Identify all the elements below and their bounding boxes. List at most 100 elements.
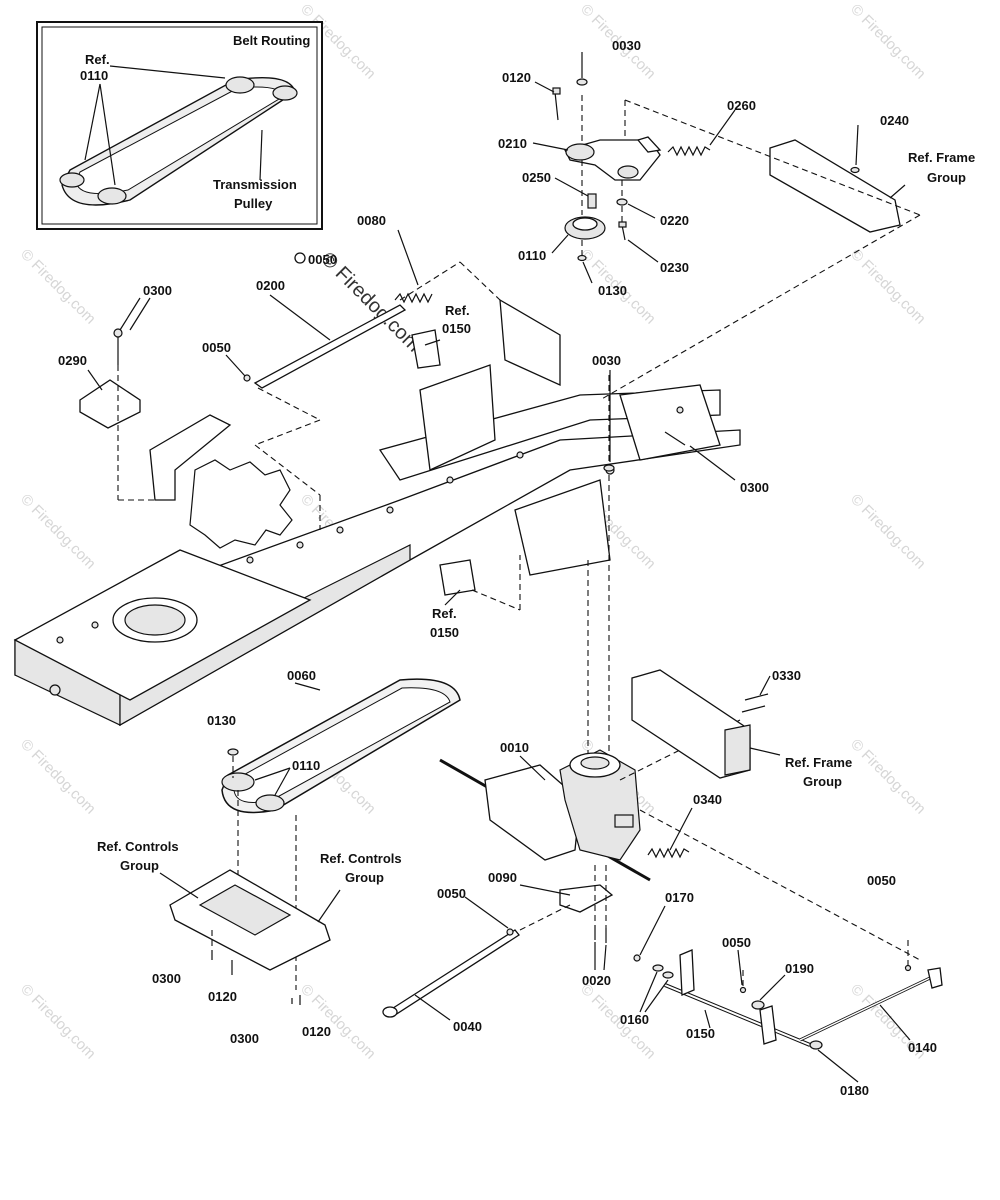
inset-transmission-pulley [97,187,127,205]
inset-inner-frame [41,26,318,225]
clip-0050-top [294,252,306,264]
inset-title: Belt Routing [233,33,310,48]
watermark: © Firedog.com [847,736,929,818]
label-0200: 0200 [256,278,285,293]
clip-0050-mid [243,374,251,382]
watermark: © Firedog.com [17,246,99,328]
label-0230: 0230 [660,260,689,275]
shaft-0150-assembly [633,940,943,1050]
mower-frame [13,298,741,727]
bushing-0180 [809,1040,823,1050]
controls-bracket [169,869,331,1005]
label-0150: 0150 [686,1026,715,1041]
clip-0050-far [904,964,912,972]
label-0340: 0340 [693,792,722,807]
idler-assembly [552,78,921,401]
nut-0130-belt [227,748,239,756]
inset-ref-label: Ref. [85,52,110,67]
label-0120-b2: 0120 [302,1024,331,1039]
frame-rear-plate [619,384,721,461]
label-0260: 0260 [727,98,756,113]
label-ref-controls-left-2: Group [120,858,159,873]
spring-0080 [394,292,433,304]
transmission-housing-main [559,749,641,861]
inset-pulley-3 [59,172,85,188]
bolt-0330-b [741,705,766,713]
pin-0170 [633,954,641,962]
spring-0340 [647,847,690,859]
inset-pulley-2 [272,85,298,101]
label-ref-controls-left-1: Ref. Controls [97,839,179,854]
watermark: © Firedog.com [17,981,99,1063]
label-0170: 0170 [665,890,694,905]
label-0140: 0140 [908,1040,937,1055]
label-0120-b1: 0120 [208,989,237,1004]
bushing-0190 [751,1000,765,1010]
inset-ref-number: 0110 [80,68,108,83]
rod-0040-assembly [382,904,571,1018]
shaft-bracket-0150 [679,949,695,996]
bracket-ref-0150-mid [439,559,476,596]
label-ref-0150-mid-1: Ref. [432,606,457,621]
bracket-0240 [769,139,901,233]
washer-0220 [616,198,628,206]
controls-plate-inner [198,884,292,936]
drive-belt-assembly [221,678,461,990]
label-0250: 0250 [522,170,551,185]
label-0210: 0210 [498,136,527,151]
washer-0160-a [652,964,664,972]
inset-pulley-1 [225,76,255,94]
clip-0050-rod [739,986,747,994]
washer-0160-b [662,971,674,979]
ref-0150-mid-bracket [439,555,521,611]
idler-bracket-tab [636,136,662,153]
label-ref-frame-top-1: Ref. Frame [908,150,975,165]
bracket-0090 [559,884,614,913]
idler-pulley-hub [572,217,598,231]
label-0130-top: 0130 [598,283,627,298]
transmission-valve [614,814,634,828]
pulley-0110-b [255,794,285,812]
watermark: © Firedog.com [847,246,929,328]
label-0130-belt: 0130 [207,713,236,728]
label-0110-belt: 0110 [292,758,320,773]
bolt-0120 [554,91,559,121]
inset-belt-inner [75,86,285,195]
bolt-0330-a [744,693,769,701]
shaft-arm-0150 [759,1005,777,1045]
rod-0140-end [927,967,943,989]
label-0080: 0080 [357,213,386,228]
transmission-assembly [439,669,921,961]
plate-0290-assembly [79,328,165,501]
label-ref-0150-mid-2: 0150 [430,625,459,640]
label-0160: 0160 [620,1012,649,1027]
frame-deck-hole-inner [124,604,186,636]
nut-0130 [577,254,587,262]
label-0110-top: 0110 [518,248,546,263]
label-ref-0150-top-1: Ref. [445,303,470,318]
label-0300-b2: 0300 [230,1031,259,1046]
label-ref-frame-mid-1: Ref. Frame [785,755,852,770]
label-0050-rod: 0050 [722,935,751,950]
label-0330: 0330 [772,668,801,683]
plate-0290 [79,379,141,429]
right-frame-fasteners [587,375,686,760]
belt-0060-inner [233,687,451,803]
pulley-0110-a [221,772,255,792]
label-0050-low: 0050 [437,886,466,901]
label-0240: 0240 [880,113,909,128]
watermark: © Firedog.com [847,1,929,83]
label-0090: 0090 [488,870,517,885]
label-ref-controls-right-2: Group [345,870,384,885]
leader-lines [87,52,911,1083]
frame-side-face [119,544,411,727]
watermark: © Firedog.com [17,736,99,818]
label-0290: 0290 [58,353,87,368]
inset-pulley-label-1: Transmission [213,177,297,192]
label-ref-frame-mid-2: Group [803,774,842,789]
label-0030-top: 0030 [612,38,641,53]
idler-bracket-hole [565,143,595,161]
label-0050-far: 0050 [867,873,896,888]
frame-front-bracket [149,414,232,501]
